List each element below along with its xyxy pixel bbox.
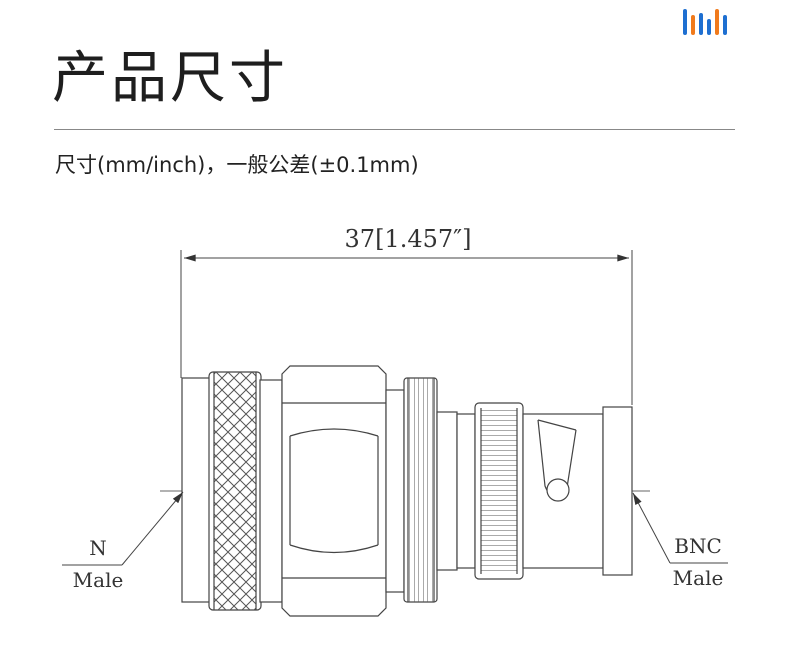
title-divider (54, 129, 735, 130)
connector-dimension-drawing: 37[1.457″] (62, 225, 728, 617)
bnc-connector-label: BNC (674, 534, 722, 558)
brand-logo-icon (681, 6, 733, 36)
leader-lines (62, 491, 728, 566)
bnc-male-label: Male (673, 566, 724, 590)
n-male-label: Male (73, 568, 124, 592)
overall-dimension (180, 250, 633, 405)
page-title: 产品尺寸 (52, 46, 288, 111)
dimension-note: 尺寸(mm/inch)，一般公差(±0.1mm) (55, 153, 419, 177)
overall-dimension-label: 37[1.457″] (345, 225, 472, 253)
n-connector-label: N (89, 536, 107, 560)
connector-body (181, 365, 633, 617)
